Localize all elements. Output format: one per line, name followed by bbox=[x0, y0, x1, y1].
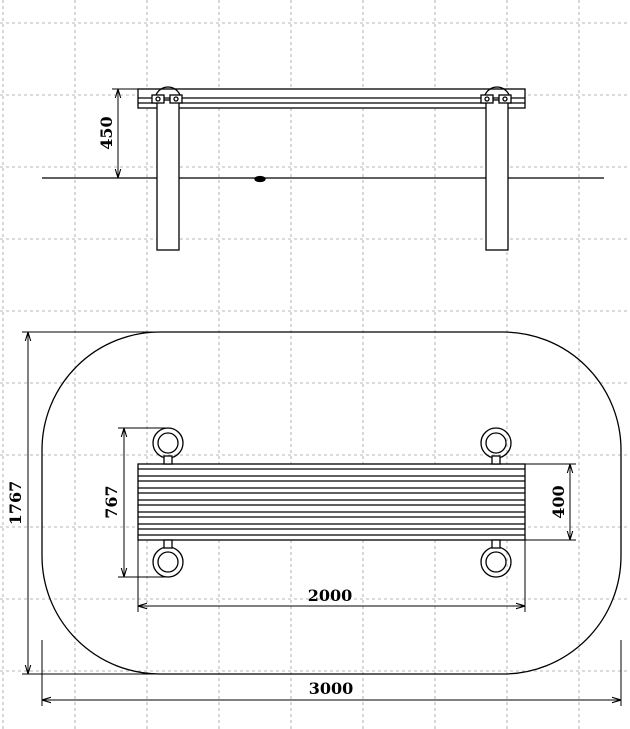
dimension-safety-depth bbox=[22, 331, 176, 675]
seat-slats bbox=[137, 463, 526, 541]
safety-zone bbox=[41, 331, 622, 675]
ground-mark bbox=[254, 175, 266, 183]
dimension-safety-depth-label: 1767 bbox=[6, 481, 25, 526]
top-view bbox=[41, 331, 622, 675]
side-view bbox=[42, 86, 604, 251]
dimension-seat-depth-label: 400 bbox=[549, 485, 568, 518]
dimension-seat-depth bbox=[525, 463, 576, 541]
right-post-side bbox=[480, 86, 512, 251]
post-bottom-left bbox=[152, 539, 184, 578]
dimension-seat-length bbox=[137, 540, 526, 612]
post-top-left bbox=[152, 427, 184, 465]
dimension-seat-height bbox=[112, 88, 160, 179]
post-top-right bbox=[480, 427, 512, 465]
dimension-safety-length-label: 3000 bbox=[309, 679, 354, 698]
dimension-seat-length-label: 2000 bbox=[308, 586, 353, 605]
dimension-frame-depth-label: 767 bbox=[102, 485, 121, 518]
left-post-side bbox=[151, 86, 183, 251]
dimension-frame-depth bbox=[118, 427, 168, 578]
post-bottom-right bbox=[480, 539, 512, 578]
dimension-safety-length bbox=[41, 640, 622, 706]
dimension-seat-height-label: 450 bbox=[97, 116, 116, 149]
